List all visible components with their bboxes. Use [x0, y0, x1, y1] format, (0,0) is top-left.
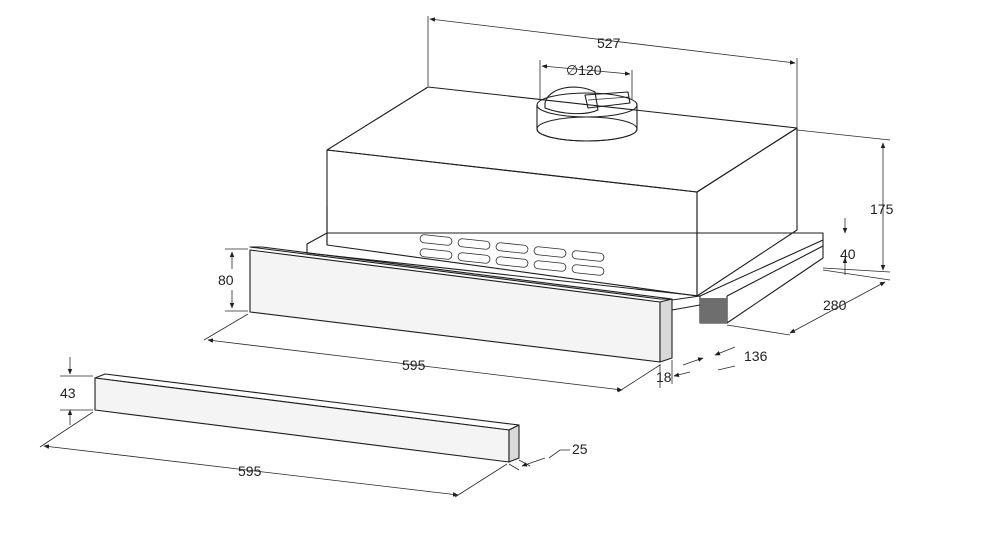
- hood-right-face: [696, 127, 798, 297]
- dim-depth: 280: [823, 297, 847, 313]
- dim-trim-height: 43: [60, 385, 76, 401]
- duct-flap: [544, 86, 599, 115]
- dim-trim-width: 595: [238, 463, 262, 479]
- dimension-labels: 527 ∅120 175 40 280 136 18 80 595 43 595…: [60, 35, 894, 479]
- front-panel-side: [659, 298, 673, 363]
- dimension-lines: [39, 16, 891, 498]
- trim-strip: [94, 373, 520, 463]
- hood-base: [306, 205, 824, 324]
- duct-collar: [536, 86, 638, 142]
- trim-side: [508, 424, 520, 463]
- front-panel: [249, 246, 701, 363]
- dim-duct-diameter: ∅120: [566, 62, 602, 78]
- dim-front-thickness: 18: [656, 369, 672, 385]
- dim-height-base: 40: [840, 246, 856, 262]
- dim-extension: 136: [744, 348, 768, 364]
- dim-trim-depth: 25: [572, 441, 588, 457]
- base-side-dark: [700, 298, 727, 323]
- vent-slots: [419, 234, 605, 276]
- trim-face: [94, 377, 510, 463]
- dim-front-width: 595: [402, 357, 426, 373]
- dim-height-total: 175: [870, 201, 894, 217]
- dim-front-height: 80: [218, 272, 234, 288]
- dim-width-top: 527: [597, 35, 621, 51]
